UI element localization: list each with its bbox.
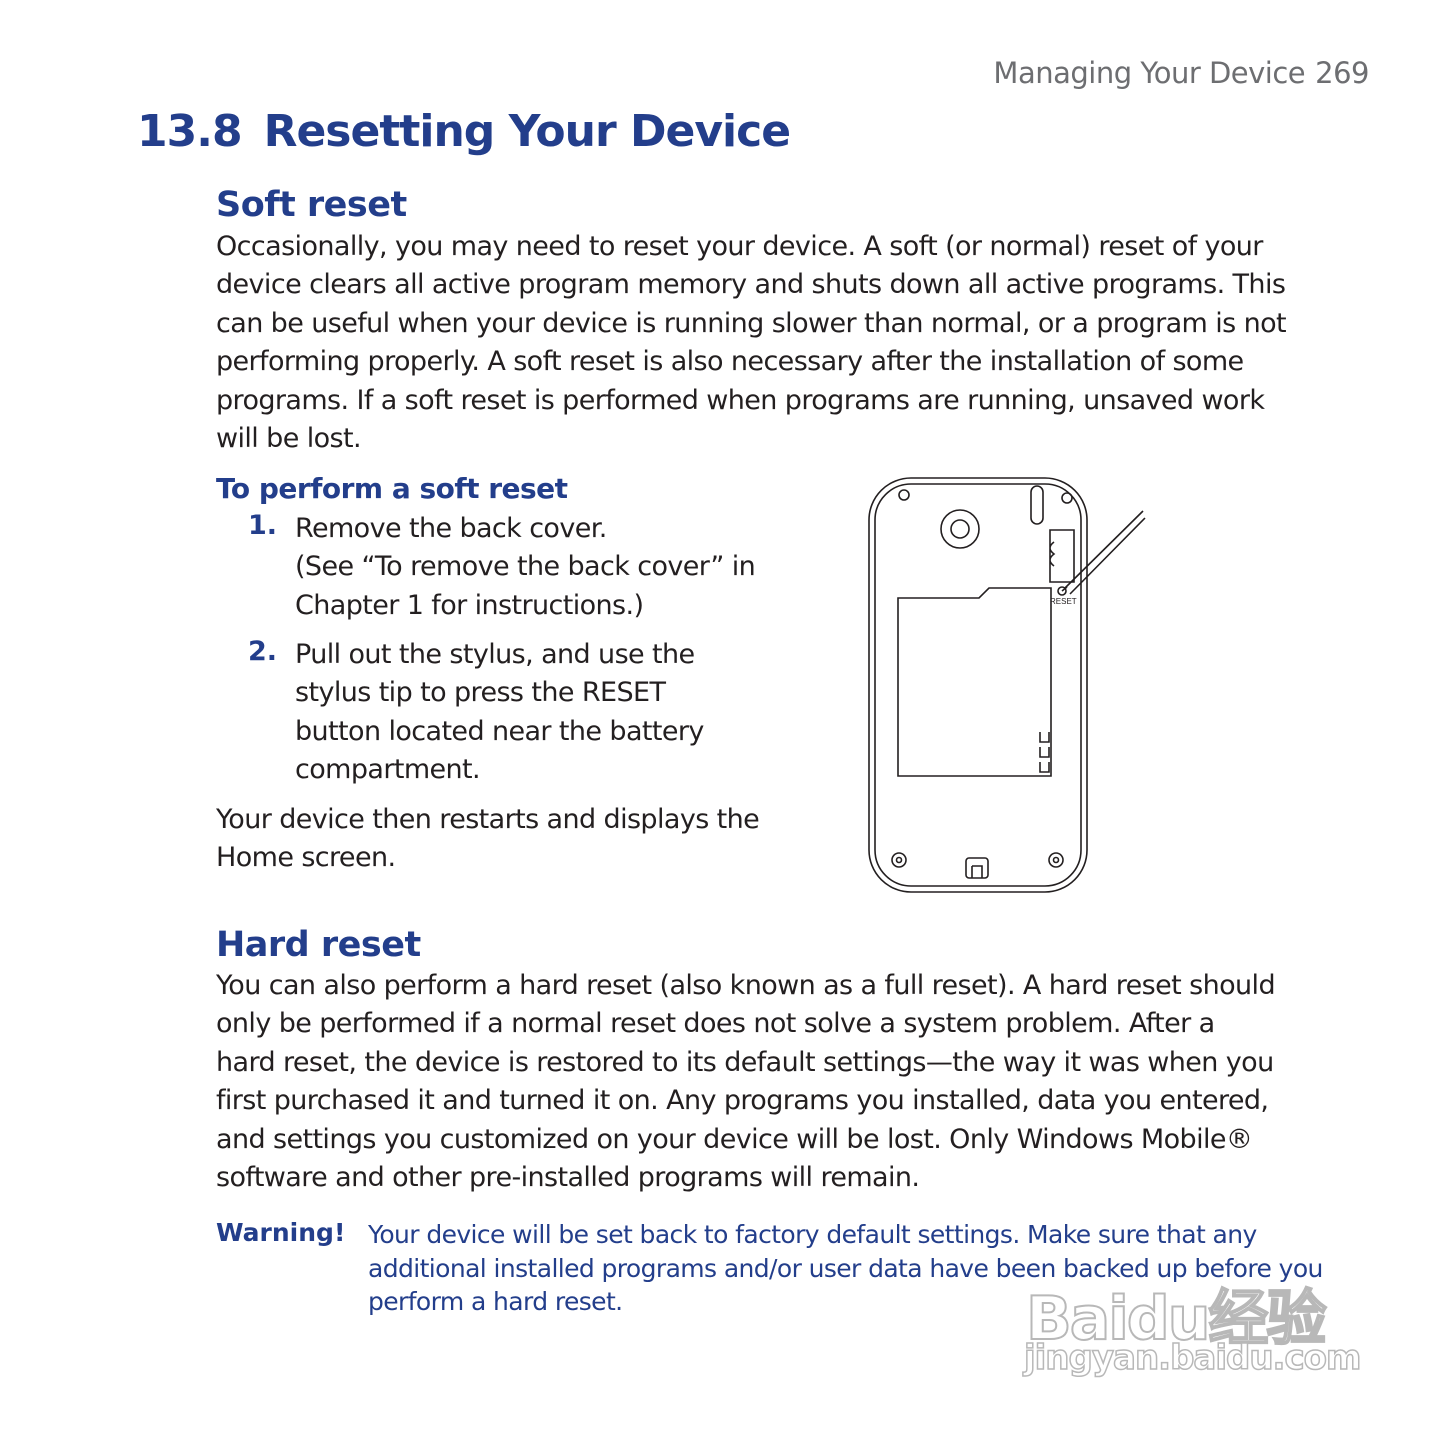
soft-reset-paragraph: Occasionally, you may need to reset your… [216, 228, 1287, 458]
connector-port-detail [971, 865, 983, 878]
procedure-heading: To perform a soft reset [216, 472, 568, 505]
screw-bottom-left-center [895, 856, 903, 864]
warning-line: additional installed programs and/or use… [368, 1253, 1323, 1283]
paragraph-line: can be useful when your device is runnin… [216, 307, 1287, 339]
section-title: 13.8 Resetting Your Device [137, 106, 791, 157]
warning-text: Your device will be set back to factory … [368, 1218, 1328, 1319]
reset-label: RESET [1050, 597, 1077, 606]
paragraph-line: device clears all active program memory … [216, 269, 1286, 301]
step-text: Pull out the stylus, and use the stylus … [295, 636, 815, 790]
warning-line: Your device will be set back to factory … [368, 1220, 1257, 1249]
section-title-text: Resetting Your Device [263, 106, 791, 157]
card-slot [1049, 529, 1075, 583]
watermark-logo: Baidu经验 [1025, 1283, 1327, 1355]
section-number: 13.8 [137, 106, 243, 157]
camera-lens-inner [950, 519, 970, 539]
screw-top-left [898, 489, 910, 501]
step-line: Chapter 1 for instructions.) [295, 589, 644, 621]
warning-line: perform a hard reset. [368, 1287, 623, 1317]
hard-reset-heading: Hard reset [216, 925, 421, 965]
result-line: Home screen. [216, 842, 396, 874]
device-back-illustration: RESET [868, 477, 1146, 893]
paragraph-line: programs. If a soft reset is performed w… [216, 384, 1265, 416]
step-line: Remove the back cover. [295, 513, 607, 544]
screw-bottom-right-center [1052, 856, 1060, 864]
paragraph-line: software and other pre-installed program… [216, 1162, 920, 1194]
paragraph-line: You can also perform a hard reset (also … [216, 970, 1276, 1001]
camera-lens-outer [940, 509, 980, 549]
battery-contacts [1039, 732, 1050, 773]
step-line: stylus tip to press the RESET [295, 677, 666, 709]
device-outer-outline [868, 477, 1088, 893]
step-line: Pull out the stylus, and use the [295, 639, 695, 670]
paragraph-line: performing properly. A soft reset is als… [216, 346, 1244, 378]
connector-port [965, 857, 989, 879]
step-line: button located near the battery [295, 715, 704, 747]
screw-top-right [1061, 492, 1073, 504]
battery-compartment [897, 587, 1052, 777]
step-text: Remove the back cover. (See “To remove t… [295, 510, 815, 625]
step-line: (See “To remove the back cover” in [295, 551, 756, 583]
watermark-url: jingyan.baidu.com [1023, 1337, 1362, 1379]
paragraph-line: Occasionally, you may need to reset your… [216, 231, 1263, 262]
running-title: Managing Your Device [993, 56, 1306, 90]
step-number: 1. [248, 510, 278, 541]
reset-button [1057, 586, 1067, 596]
paragraph-line: hard reset, the device is restored to it… [216, 1046, 1274, 1078]
paragraph-line: first purchased it and turned it on. Any… [216, 1085, 1269, 1117]
running-header: Managing Your Device 269 [993, 56, 1369, 90]
page-number: 269 [1315, 56, 1369, 90]
screw-bottom-left [891, 852, 907, 868]
soft-reset-result: Your device then restarts and displays t… [216, 801, 760, 878]
paragraph-line: and settings you customized on your devi… [216, 1123, 1253, 1155]
warning-label: Warning! [216, 1218, 346, 1247]
paragraph-line: only be performed if a normal reset does… [216, 1008, 1215, 1040]
paragraph-line: will be lost. [216, 423, 362, 455]
step-line: compartment. [295, 754, 481, 786]
stylus [1061, 510, 1146, 595]
step-number: 2. [248, 636, 278, 667]
speaker-slot [1030, 485, 1044, 525]
baidu-watermark: Baidu经验 jingyan.baidu.com [1018, 1270, 1362, 1390]
result-line: Your device then restarts and displays t… [216, 804, 760, 835]
soft-reset-heading: Soft reset [216, 185, 407, 225]
device-inner-outline [874, 483, 1082, 887]
screw-bottom-right [1048, 852, 1064, 868]
hard-reset-paragraph: You can also perform a hard reset (also … [216, 967, 1276, 1197]
